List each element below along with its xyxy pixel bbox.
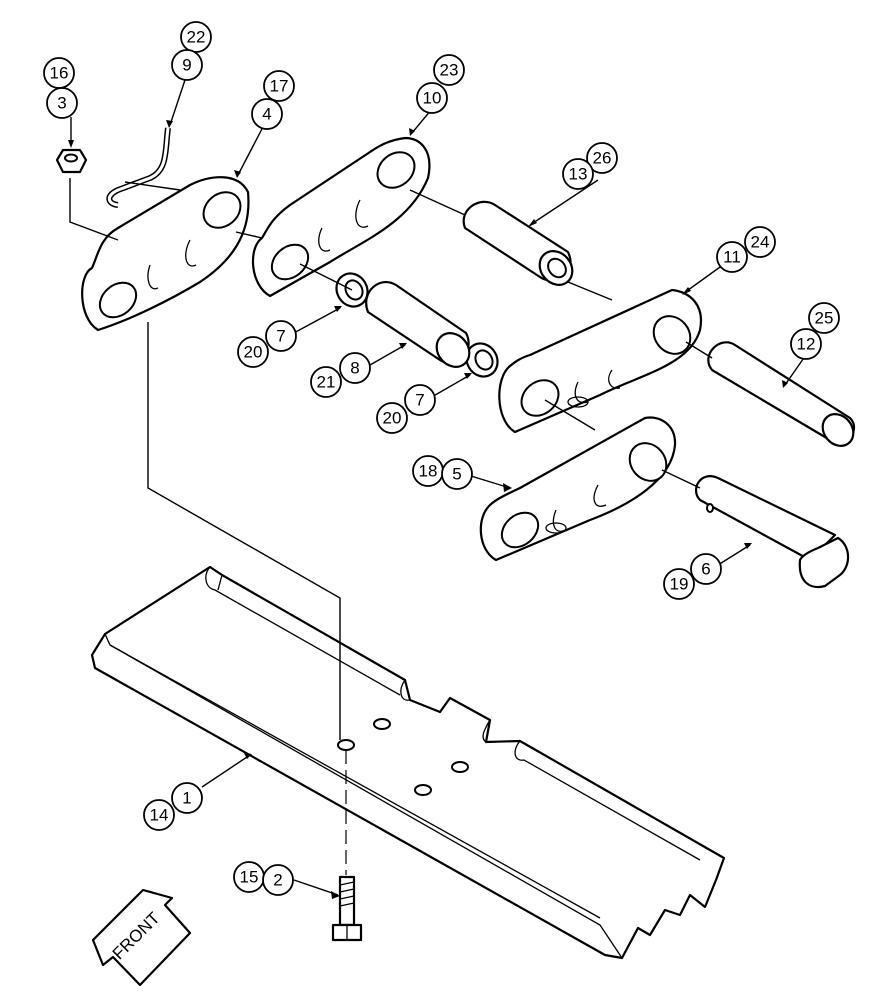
spacer [365, 280, 471, 368]
callout-7: 7 [265, 320, 297, 352]
svg-text:25: 25 [815, 309, 834, 328]
callout-16: 16 [43, 57, 75, 89]
svg-text:11: 11 [723, 248, 741, 267]
shoe-bolt-hole [414, 784, 432, 796]
lock-wire [106, 127, 171, 208]
bushing [462, 200, 574, 286]
svg-text:18: 18 [419, 462, 438, 481]
callout-5: 5 [441, 458, 473, 490]
svg-text:12: 12 [797, 335, 816, 354]
svg-text:26: 26 [593, 149, 612, 168]
svg-text:23: 23 [440, 61, 459, 80]
callout-24: 24 [744, 226, 776, 258]
callout-10: 10 [416, 82, 448, 114]
seal [465, 342, 499, 378]
callout-14: 14 [143, 799, 175, 831]
svg-text:24: 24 [751, 233, 770, 252]
callout-8: 8 [339, 352, 371, 384]
shoe-bolt-hole [451, 761, 469, 773]
callout-25: 25 [808, 302, 840, 334]
callout-1: 1 [171, 782, 203, 814]
callout-7: 7 [404, 384, 436, 416]
svg-text:20: 20 [244, 343, 263, 362]
nut [55, 148, 88, 174]
svg-text:16: 16 [50, 64, 69, 83]
callout-26: 26 [586, 142, 618, 174]
shoe-bolt [331, 875, 363, 942]
svg-text:6: 6 [701, 560, 710, 579]
callout-18: 18 [412, 455, 444, 487]
callout-11: 11 [716, 241, 748, 273]
svg-text:5: 5 [452, 465, 461, 484]
callout-17: 17 [263, 70, 295, 102]
shoe-bolt-hole [337, 739, 355, 751]
track-link-left [81, 176, 250, 332]
svg-text:21: 21 [317, 373, 336, 392]
callout-20: 20 [376, 402, 408, 434]
svg-text:14: 14 [150, 806, 169, 825]
assembly-guide-lines [69, 178, 713, 875]
svg-text:2: 2 [273, 871, 282, 890]
svg-text:20: 20 [383, 409, 402, 428]
svg-text:10: 10 [423, 89, 442, 108]
svg-text:15: 15 [240, 868, 259, 887]
callout-20: 20 [237, 336, 269, 368]
svg-text:3: 3 [57, 94, 66, 113]
master-pin [694, 475, 850, 589]
callout-12: 12 [790, 328, 822, 360]
svg-text:7: 7 [415, 391, 424, 410]
callout-9: 9 [171, 49, 203, 81]
shoe-bolt-hole [373, 718, 391, 730]
callout-4: 4 [251, 98, 283, 130]
svg-text:9: 9 [182, 56, 191, 75]
svg-text:8: 8 [350, 359, 359, 378]
callout-22: 22 [180, 21, 212, 53]
callout-3: 3 [46, 87, 78, 119]
callout-19: 19 [663, 568, 695, 600]
callout-6: 6 [690, 553, 722, 585]
track-shoe [90, 565, 726, 960]
svg-text:19: 19 [670, 575, 689, 594]
callout-13: 13 [562, 158, 594, 190]
front-direction-arrow: FRONT [91, 888, 192, 987]
callout-15: 15 [233, 861, 265, 893]
svg-text:22: 22 [187, 28, 206, 47]
callout-2: 2 [262, 864, 294, 896]
callout-21: 21 [310, 366, 342, 398]
svg-text:7: 7 [276, 327, 285, 346]
track-link-right [251, 136, 431, 298]
track-link-outer [498, 288, 703, 434]
svg-text:17: 17 [270, 77, 289, 96]
leader-lines [68, 79, 809, 899]
master-link [479, 416, 677, 562]
svg-text:4: 4 [262, 105, 271, 124]
svg-text:1: 1 [182, 789, 191, 808]
track-pin [707, 341, 856, 447]
svg-text:13: 13 [569, 165, 588, 184]
callout-23: 23 [433, 54, 465, 86]
